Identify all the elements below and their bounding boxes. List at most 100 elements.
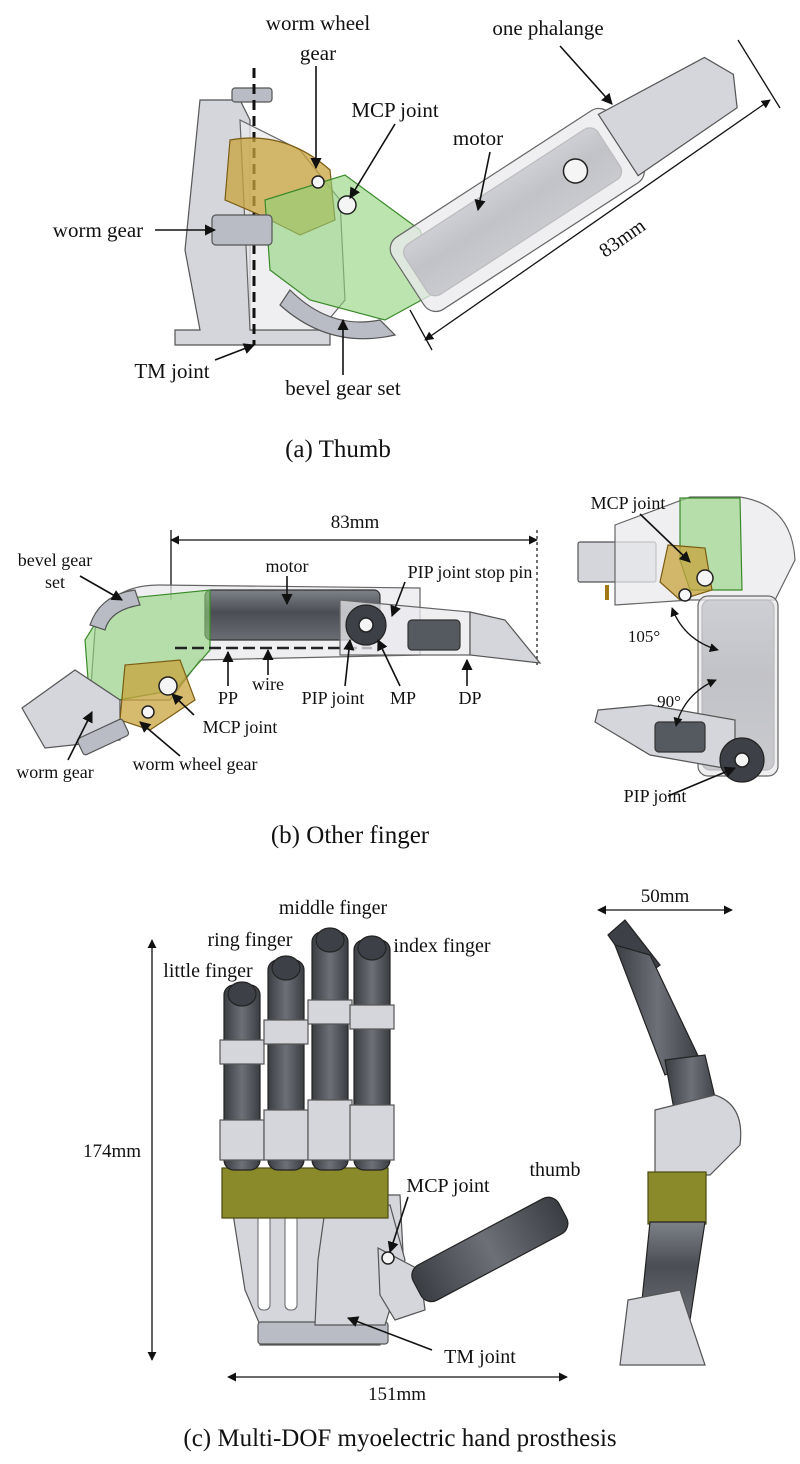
lead-worm-gear-b (67, 710, 93, 761)
label-side-pip: PIP joint (624, 786, 687, 806)
finger-index (349, 935, 395, 1171)
finger-mcp-pin (158, 676, 178, 696)
hand-side-view (607, 919, 742, 1366)
finger-small-motor (76, 718, 130, 756)
finger-middle (307, 927, 353, 1171)
index-finger-joint-2 (349, 1104, 395, 1161)
label-wire: wire (252, 674, 284, 694)
lead-pip-joint-b (343, 638, 355, 687)
lead-side-mcp (639, 513, 691, 563)
lead-mcp-b (171, 693, 195, 716)
finger-side-view: MCP joint PIP joint 105° 90° (577, 493, 796, 806)
thumb-base-top (231, 87, 273, 103)
label-worm-wheel-1: worm wheel (266, 11, 371, 35)
label-index-finger: index finger (393, 935, 491, 957)
label-ring-finger: ring finger (208, 929, 293, 951)
little-finger-joint (219, 1039, 265, 1065)
label-dp: DP (458, 688, 481, 708)
lead-bevel-gear-b (79, 575, 123, 601)
label-tm-c: TM joint (444, 1346, 516, 1368)
lead-one-phalange (559, 45, 613, 105)
side-knuckle-bar (647, 1171, 707, 1225)
lead-tm-joint (214, 343, 256, 361)
lead-mcp-thumb (349, 123, 396, 199)
lead-mcp-c (387, 1196, 409, 1254)
finger-mp-block (407, 619, 461, 651)
label-worm-wheel-2: gear (300, 41, 336, 65)
finger-dim-label: 83mm (331, 512, 380, 533)
thumb-mcp-pin-c (381, 1251, 395, 1265)
label-stop-pin: PIP joint stop pin (408, 562, 533, 582)
ring-finger-tip (271, 955, 301, 981)
label-motor-b: motor (266, 556, 309, 576)
panel-c-hand: 174mm 151mm 50mm (83, 886, 742, 1452)
middle-finger-joint (307, 999, 353, 1025)
finger-bevel-gear-shape (89, 589, 141, 631)
lead-stop-pin (390, 581, 406, 618)
label-pp: PP (218, 688, 238, 708)
worm-gear-shape (211, 214, 273, 246)
finger-pip-pin (358, 617, 374, 633)
thumb-body-shape (411, 1196, 569, 1303)
label-pip-joint-b: PIP joint (302, 688, 365, 708)
ring-finger-joint (263, 1019, 309, 1045)
label-little-finger: little finger (163, 960, 253, 982)
label-middle-finger: middle finger (279, 897, 388, 919)
thumb-dim-ext-2 (737, 39, 781, 109)
hand-palm-slot-2 (284, 1209, 298, 1311)
label-side-mcp: MCP joint (591, 493, 666, 513)
caption-c: (c) Multi-DOF myoelectric hand prosthesi… (183, 1425, 616, 1452)
finger-thumb (377, 1196, 569, 1321)
label-bevel-gear-thumb: bevel gear set (285, 376, 401, 400)
label-one-phalange: one phalange (492, 16, 603, 40)
bevel-gear-shape (279, 289, 397, 340)
lead-mp (377, 638, 401, 687)
label-worm-gear-b: worm gear (16, 762, 93, 782)
hand-knuckle-bar (221, 1167, 389, 1219)
lead-worm-wheel-b (139, 721, 181, 757)
finger-wheel-pin (141, 705, 155, 719)
thumb-proximal (377, 1246, 426, 1321)
thumb-dim-label: 83mm (595, 215, 650, 263)
finger-worm-wheel-shape (119, 659, 196, 731)
hand-depth-label: 50mm (641, 886, 690, 907)
side-base (619, 1289, 706, 1366)
thumb-dim-line (424, 99, 771, 341)
caption-b: (b) Other finger (271, 822, 430, 849)
label-tm-joint-thumb: TM joint (134, 359, 209, 383)
index-finger-tip (357, 935, 387, 961)
little-finger-tip (227, 981, 257, 1007)
thumb-wheel-pin (311, 175, 325, 189)
side-knuckle-cover (654, 1094, 742, 1176)
label-worm-gear-thumb: worm gear (53, 218, 143, 242)
side-pip-pin (734, 752, 750, 768)
label-thumb-c: thumb (529, 1159, 580, 1181)
caption-a: (a) Thumb (285, 436, 391, 463)
side-mp-block (654, 721, 706, 753)
finger-ring (263, 955, 309, 1171)
finger-little (219, 981, 265, 1171)
middle-finger-tip (315, 927, 345, 953)
panel-a-thumb: 83mm worm wheel gear one phalange MCP jo… (53, 11, 781, 463)
label-mcp-c: MCP joint (406, 1175, 490, 1197)
little-finger-joint-2 (219, 1119, 265, 1161)
label-bevel-gear-b1: bevel gear (18, 550, 92, 570)
hand-palm-slot-1 (257, 1209, 271, 1311)
label-angle-105: 105° (628, 627, 660, 646)
thumb-phalange-shell (389, 107, 645, 313)
hand-width-label: 151mm (368, 1384, 426, 1405)
side-mcp-pin (696, 569, 714, 587)
ring-finger-joint-2 (263, 1109, 309, 1161)
label-worm-wheel-b: worm wheel gear (133, 754, 258, 774)
thumb-base (174, 99, 331, 346)
thumb-mcp-pin (337, 195, 357, 215)
label-motor-thumb: motor (453, 126, 503, 150)
side-mcp-pin-2 (678, 588, 692, 602)
angle-arc-90 (673, 679, 717, 727)
index-finger-joint (349, 1004, 395, 1030)
angle-arc-105 (670, 607, 719, 653)
label-mp: MP (390, 688, 416, 708)
label-bevel-gear-b2: set (45, 572, 65, 592)
finger-distal-phalanx (469, 611, 542, 664)
